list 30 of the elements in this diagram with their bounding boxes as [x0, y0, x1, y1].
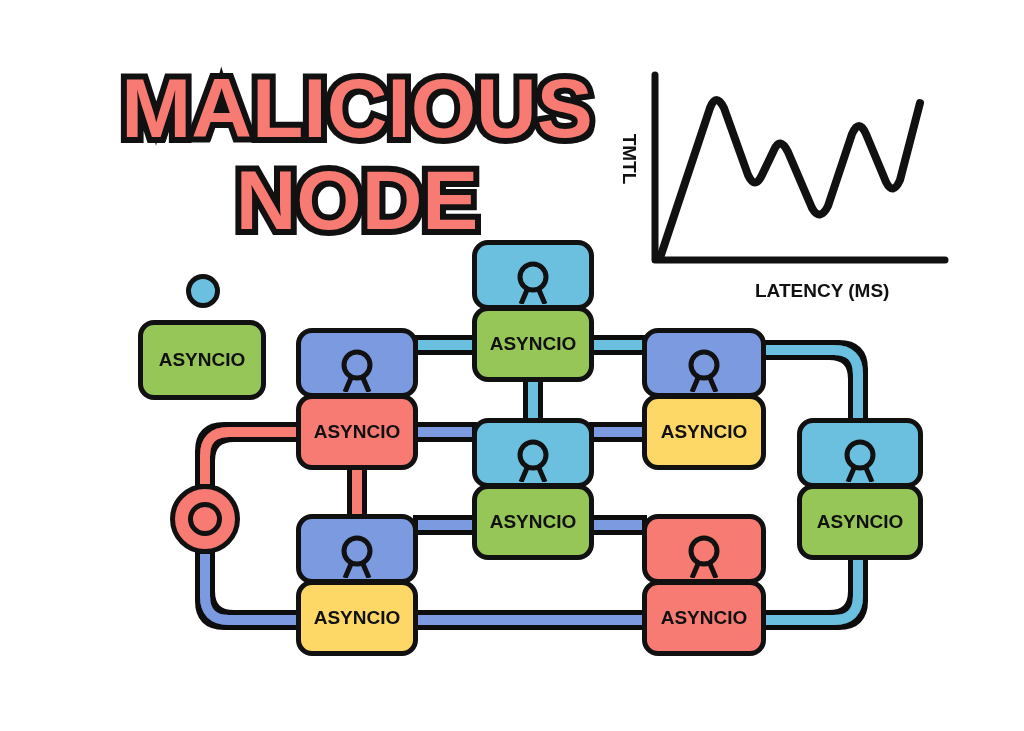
- person-tile: [296, 514, 418, 584]
- node-label: ASYNCIO: [660, 607, 748, 629]
- node-label: ASYNCIO: [158, 349, 246, 371]
- pipe-connector: [418, 615, 642, 625]
- person-tile: [642, 328, 766, 398]
- label-tile: [472, 306, 594, 382]
- pipe-connector: [528, 382, 538, 418]
- node-label: ASYNCIO: [660, 421, 748, 443]
- node-label: ASYNCIO: [313, 607, 401, 629]
- label-tile: [642, 580, 766, 656]
- label-tile: [296, 394, 418, 470]
- label-tile: [138, 320, 266, 400]
- axis-label: TMTL: [618, 133, 641, 185]
- person-tile: [472, 240, 594, 310]
- title: MALICIOUS NODE: [120, 62, 594, 246]
- axis-label: LATENCY (MS): [755, 280, 890, 302]
- node-label: ASYNCIO: [313, 421, 401, 443]
- pipe-connector: [352, 470, 362, 514]
- node-label: ASYNCIO: [816, 511, 904, 533]
- person-tile: [472, 418, 594, 488]
- node-label: ASYNCIO: [489, 333, 577, 355]
- node-label: ASYNCIO: [489, 511, 577, 533]
- circle-node: [186, 274, 220, 308]
- label-tile: [472, 484, 594, 560]
- person-tile: [797, 418, 923, 488]
- person-tile: [296, 328, 418, 398]
- label-tile: [797, 484, 923, 560]
- person-tile: [642, 514, 766, 584]
- label-tile: [296, 580, 418, 656]
- label-tile: [642, 394, 766, 470]
